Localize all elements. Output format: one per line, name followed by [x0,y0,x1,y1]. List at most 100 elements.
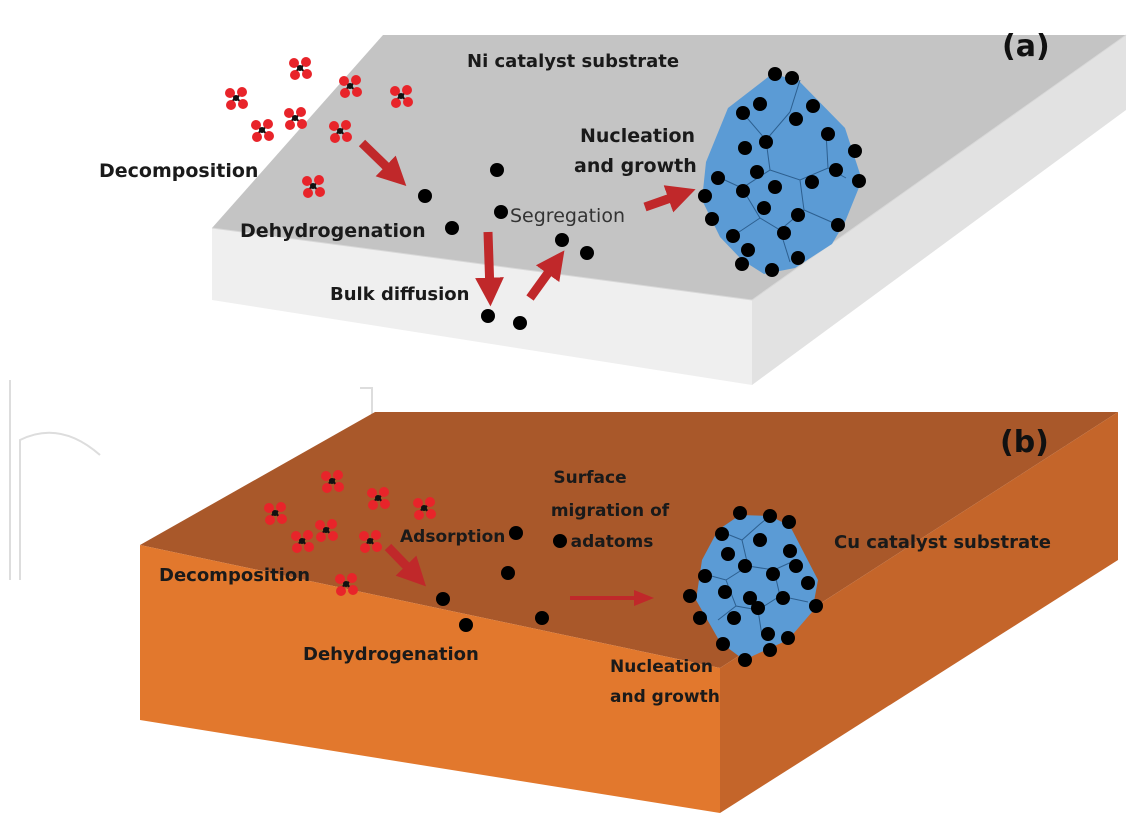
carbon-atom [753,97,767,111]
carbon-atom [753,533,767,547]
carbon-atom [494,205,508,219]
carbon-atom [743,591,757,605]
carbon-atom [501,566,515,580]
carbon-atom [791,251,805,265]
methane-molecule [251,119,274,142]
cu-slab-side [720,412,1118,813]
carbon-atom [683,589,697,603]
arrow-a-bulk-diffusion [475,231,504,307]
molecule-group [225,57,436,596]
ni-substrate-label: Ni catalyst substrate [467,51,679,72]
arrow-a-nucleation [643,185,696,213]
cu-slab-top [140,412,1118,668]
carbon-atom [698,569,712,583]
carbon-atom [806,99,820,113]
carbon-atom [789,112,803,126]
bulk-diffusion-label: Bulk diffusion [330,284,469,305]
carbon-atom [777,226,791,240]
arrow-a-decomposition [358,139,407,187]
carbon-atom [852,174,866,188]
carbon-atom [716,637,730,651]
surface-migration-label-line1: Surface [553,468,626,488]
carbon-atom [726,229,740,243]
carbon-atom [445,221,459,235]
methane-molecule [367,487,390,510]
carbon-atom [555,233,569,247]
dehydrogenation-label-a: Dehydrogenation [240,220,426,242]
ni-slab-side [752,35,1126,385]
methane-molecule [264,502,287,525]
carbon-atom [781,631,795,645]
methane-molecule [302,175,325,198]
surface-migration-label-line2: migration of [551,501,670,521]
arrow-b-decomposition [384,543,427,587]
carbon-atom [785,71,799,85]
carbon-atom [711,171,725,185]
carbon-atom [553,534,567,548]
carbon-atom [735,257,749,271]
segregation-label: Segregation [510,205,625,227]
carbon-atom [727,611,741,625]
methane-molecule [284,107,307,130]
carbon-atom [736,184,750,198]
ni-slab-top [212,35,1126,300]
carbon-atom [766,567,780,581]
carbon-atom [805,175,819,189]
carbon-atom [848,144,862,158]
arrow-b-migration [570,590,654,606]
carbon-atom [715,527,729,541]
panel-b-tag: (b) [1000,425,1049,460]
methane-molecule [335,573,358,596]
carbon-atom [436,592,450,606]
methane-molecule [413,497,436,520]
cu-slab-front [140,545,720,813]
nucleation-label-a-line1: Nucleation [580,125,695,147]
carbon-atom [741,243,755,257]
carbon-atom [535,611,549,625]
atom-group [418,67,866,667]
carbon-atom [738,653,752,667]
carbon-atom [751,601,765,615]
methane-molecule [225,87,248,110]
carbon-atom [418,189,432,203]
carbon-atom [481,309,495,323]
carbon-atom [698,189,712,203]
carbon-atom [490,163,504,177]
carbon-atom [763,643,777,657]
carbon-atom [791,208,805,222]
ni-slab-front [212,228,752,385]
carbon-atom [763,509,777,523]
decomposition-label-a: Decomposition [99,160,258,182]
carbon-atom [513,316,527,330]
carbon-atom [801,576,815,590]
carbon-atom [782,515,796,529]
carbon-atom [829,163,843,177]
methane-molecule [289,57,312,80]
nucleation-label-b-line2: and growth [610,687,720,707]
carbon-atom [765,263,779,277]
carbon-atom [705,212,719,226]
carbon-atom [831,218,845,232]
carbon-atom [721,547,735,561]
nucleation-label-a-line2: and growth [574,155,697,177]
cu-substrate-label: Cu catalyst substrate [834,532,1051,553]
surface-migration-label-line3: adatoms [571,532,654,552]
arrow-a-segregation [526,250,565,301]
nucleation-label-b-line1: Nucleation [610,657,713,677]
carbon-atom [738,559,752,573]
ni-substrate-slab [211,34,1127,385]
carbon-atom [776,591,790,605]
carbon-atom [759,135,773,149]
methane-molecule [390,85,413,108]
carbon-atom [738,141,752,155]
methane-molecule [359,530,382,553]
dehydrogenation-label-b: Dehydrogenation [303,644,479,665]
cu-substrate-slab [140,412,1118,813]
methane-molecule [315,519,338,542]
decomposition-label-b: Decomposition [159,565,310,586]
methane-molecule [321,470,344,493]
carbon-atom [768,180,782,194]
carbon-atom [693,611,707,625]
carbon-atom [509,526,523,540]
